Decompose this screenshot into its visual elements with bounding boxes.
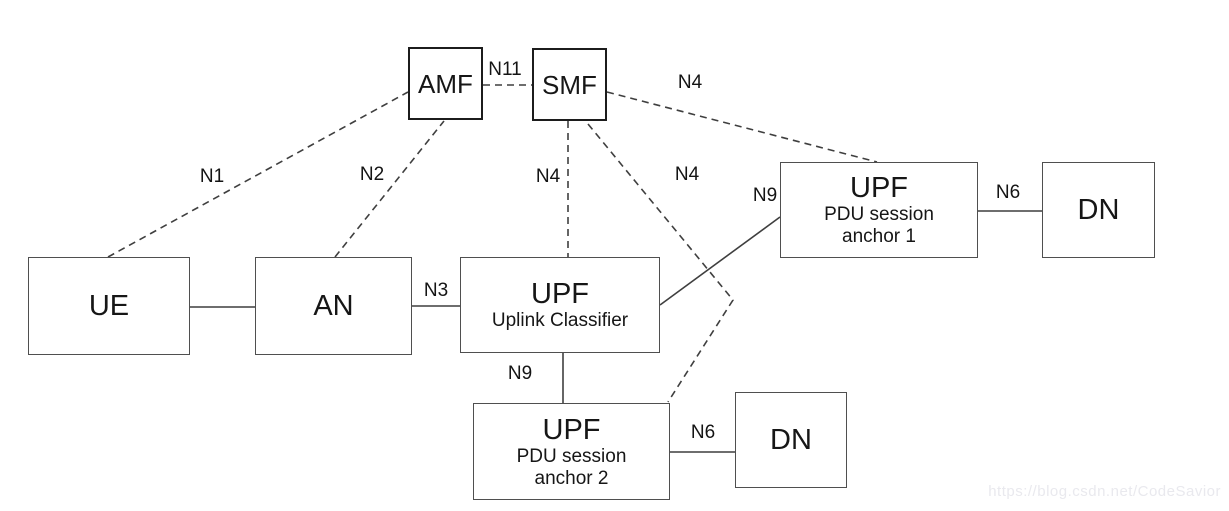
node-label: AN (313, 290, 354, 322)
node-sublabel: PDU session anchor 2 (516, 445, 627, 489)
edge-label-n4-top: N4 (677, 72, 703, 93)
edge-label-n4-right: N4 (674, 164, 700, 185)
edge-n2-an-amf (334, 120, 445, 258)
edge-n9-ulcl-anchor1 (659, 216, 781, 306)
node-label: UPF (542, 413, 601, 446)
edge-label-n11: N11 (488, 59, 522, 80)
node-label: DN (770, 424, 812, 456)
edge-label-n9-upper: N9 (752, 185, 778, 206)
edge-label-n2: N2 (359, 164, 385, 185)
node-ue: UE (28, 257, 190, 355)
node-an: AN (255, 257, 412, 355)
node-dn-2: DN (735, 392, 847, 488)
node-label: DN (1077, 194, 1120, 226)
node-sublabel: Uplink Classifier (491, 310, 629, 331)
edge-n4-smf-anchor2 (587, 123, 734, 403)
edge-label-n1: N1 (199, 166, 225, 187)
watermark-text: https://blog.csdn.net/CodeSavior (988, 483, 1221, 500)
node-label: SMF (542, 69, 597, 100)
node-amf: AMF (408, 47, 483, 120)
edge-label-n9-lower: N9 (507, 363, 533, 384)
edge-label-n6-upper: N6 (995, 182, 1021, 203)
edge-label-n3: N3 (423, 280, 449, 301)
node-smf: SMF (532, 48, 607, 121)
node-label: UPF (531, 278, 589, 310)
node-label: AMF (418, 68, 473, 99)
node-label: UE (88, 290, 130, 322)
edge-n1-ue-amf (107, 91, 409, 258)
edge-n4-smf-anchor1 (606, 91, 878, 163)
edge-label-n4-left: N4 (535, 166, 561, 187)
edge-label-n6-lower: N6 (690, 422, 716, 443)
node-label: UPF (850, 172, 908, 204)
node-dn-1: DN (1042, 162, 1155, 258)
node-sublabel: PDU session anchor 1 (824, 204, 934, 247)
